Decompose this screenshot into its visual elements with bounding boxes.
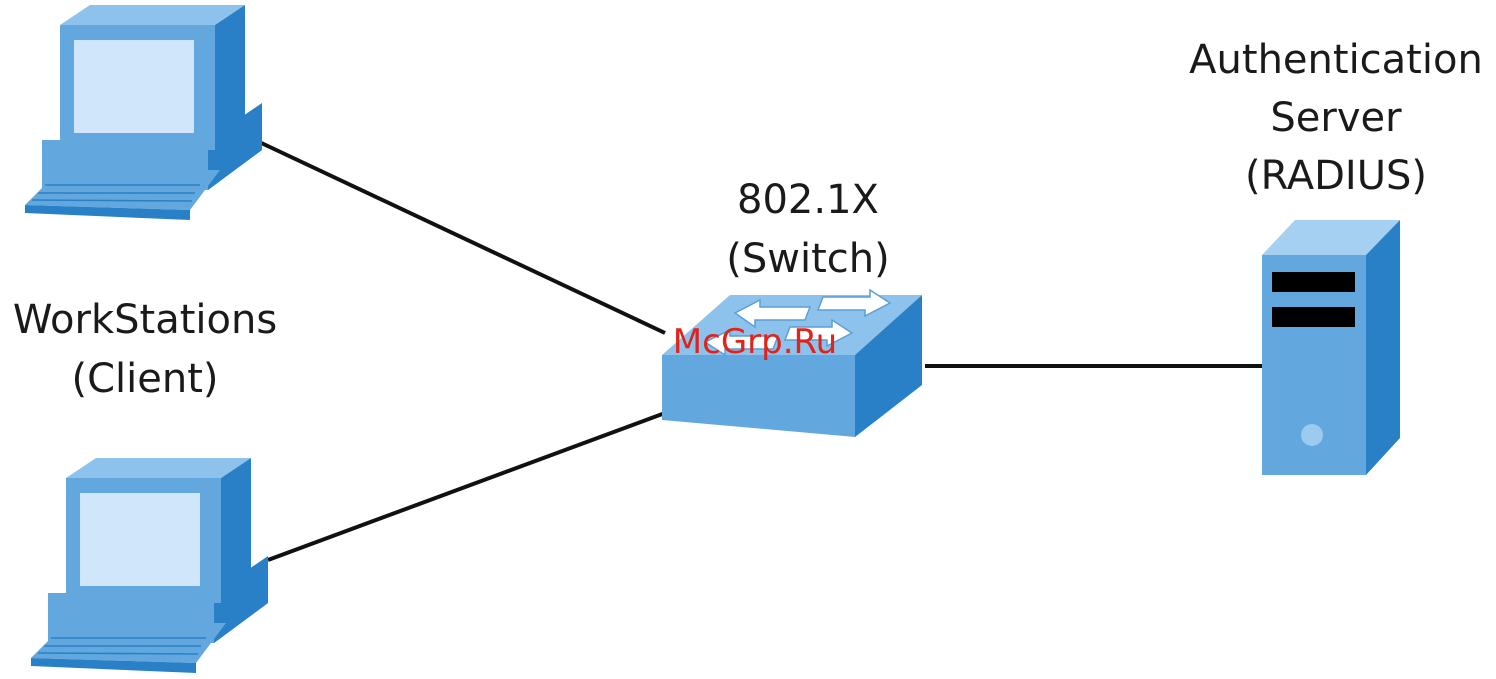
link-ws1-switch bbox=[255, 140, 665, 333]
link-ws2-switch bbox=[268, 413, 665, 560]
server-label-line2: Server bbox=[1270, 95, 1402, 141]
server-icon bbox=[1262, 220, 1400, 475]
switch-label-line2: (Switch) bbox=[726, 236, 889, 282]
workstations-label-line1: WorkStations bbox=[13, 297, 277, 343]
switch-label-line1: 802.1X bbox=[737, 177, 879, 223]
server-label-line3: (RADIUS) bbox=[1245, 153, 1427, 199]
server-label-line1: Authentication bbox=[1189, 37, 1483, 83]
watermark: McGrp.Ru bbox=[673, 322, 837, 362]
workstation-icon bbox=[31, 458, 268, 673]
switch-icon bbox=[662, 290, 922, 437]
workstations-label-line2: (Client) bbox=[71, 356, 218, 402]
workstation-icon bbox=[25, 5, 262, 220]
